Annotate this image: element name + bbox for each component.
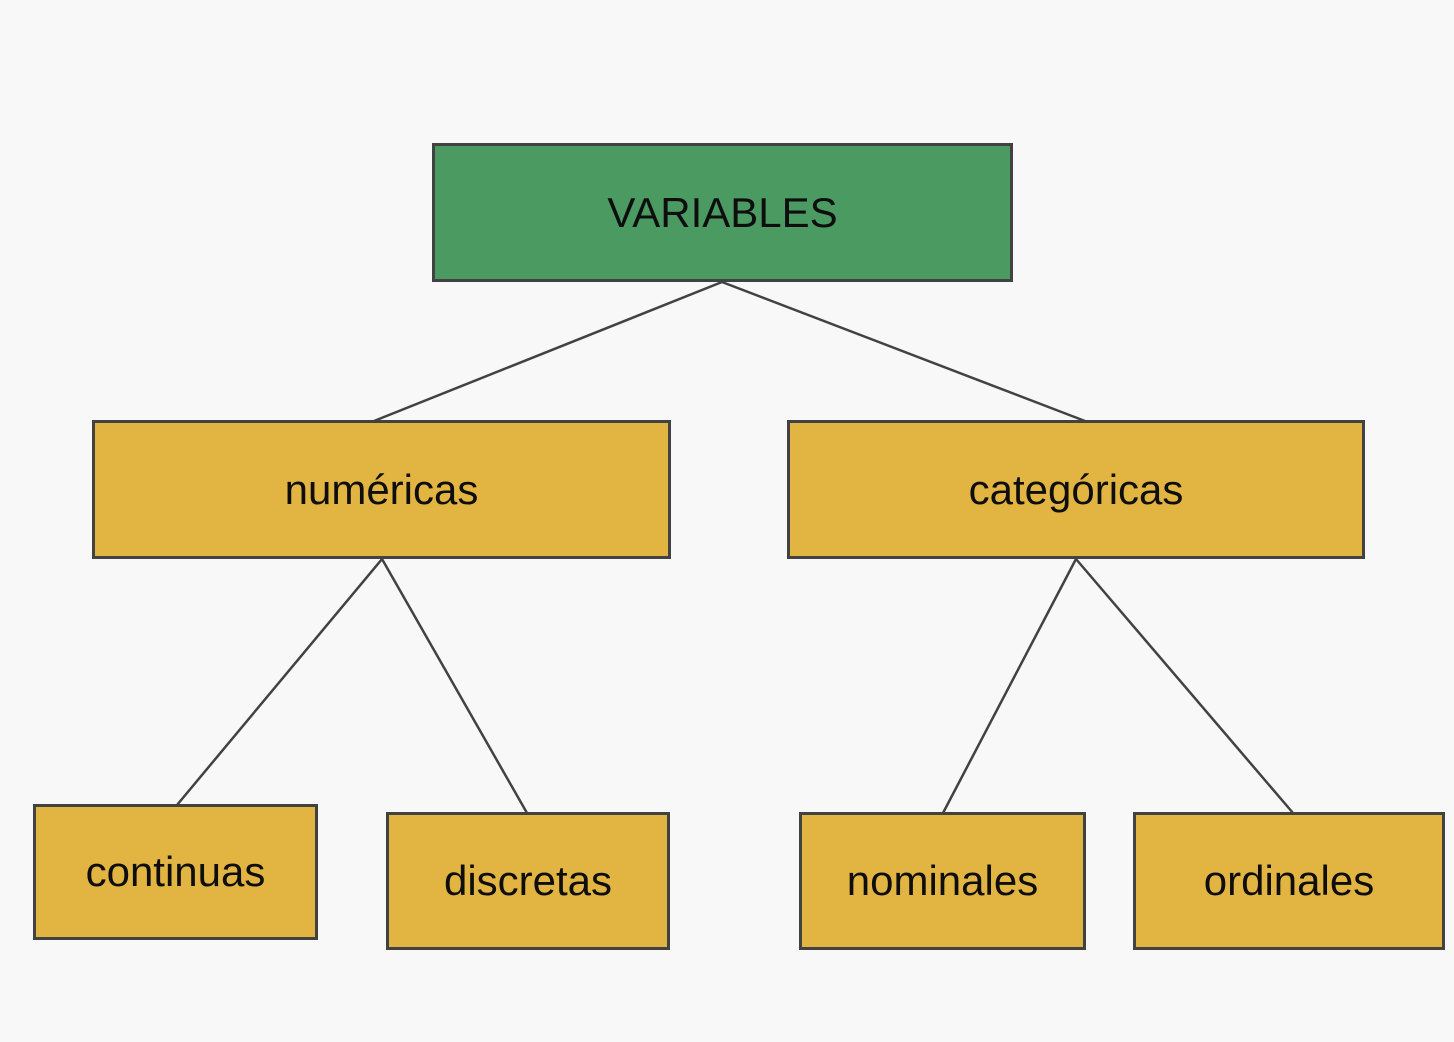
node-nominales: nominales (799, 812, 1086, 950)
edge-variables-numericas (373, 280, 723, 423)
node-numericas-label: numéricas (284, 465, 479, 513)
edge-categoricas-nominales (941, 558, 1078, 814)
node-continuas: continuas (33, 804, 318, 940)
node-variables-label: VARIABLES (607, 188, 838, 236)
node-nominales-label: nominales (846, 857, 1039, 904)
edge-numericas-discretas (380, 558, 529, 814)
edge-variables-categoricas (721, 280, 1086, 423)
node-discretas-label: discretas (443, 857, 613, 904)
node-ordinales: ordinales (1133, 812, 1445, 950)
node-ordinales-label: ordinales (1203, 857, 1375, 904)
node-variables: VARIABLES (432, 143, 1013, 282)
node-continuas-label: continuas (85, 848, 266, 895)
edge-categoricas-ordinales (1075, 558, 1294, 814)
node-numericas: numéricas (92, 420, 671, 559)
node-categoricas: categóricas (787, 420, 1365, 559)
node-discretas: discretas (386, 812, 670, 950)
edge-numericas-continuas (176, 558, 383, 806)
node-categoricas-label: categóricas (968, 465, 1184, 513)
